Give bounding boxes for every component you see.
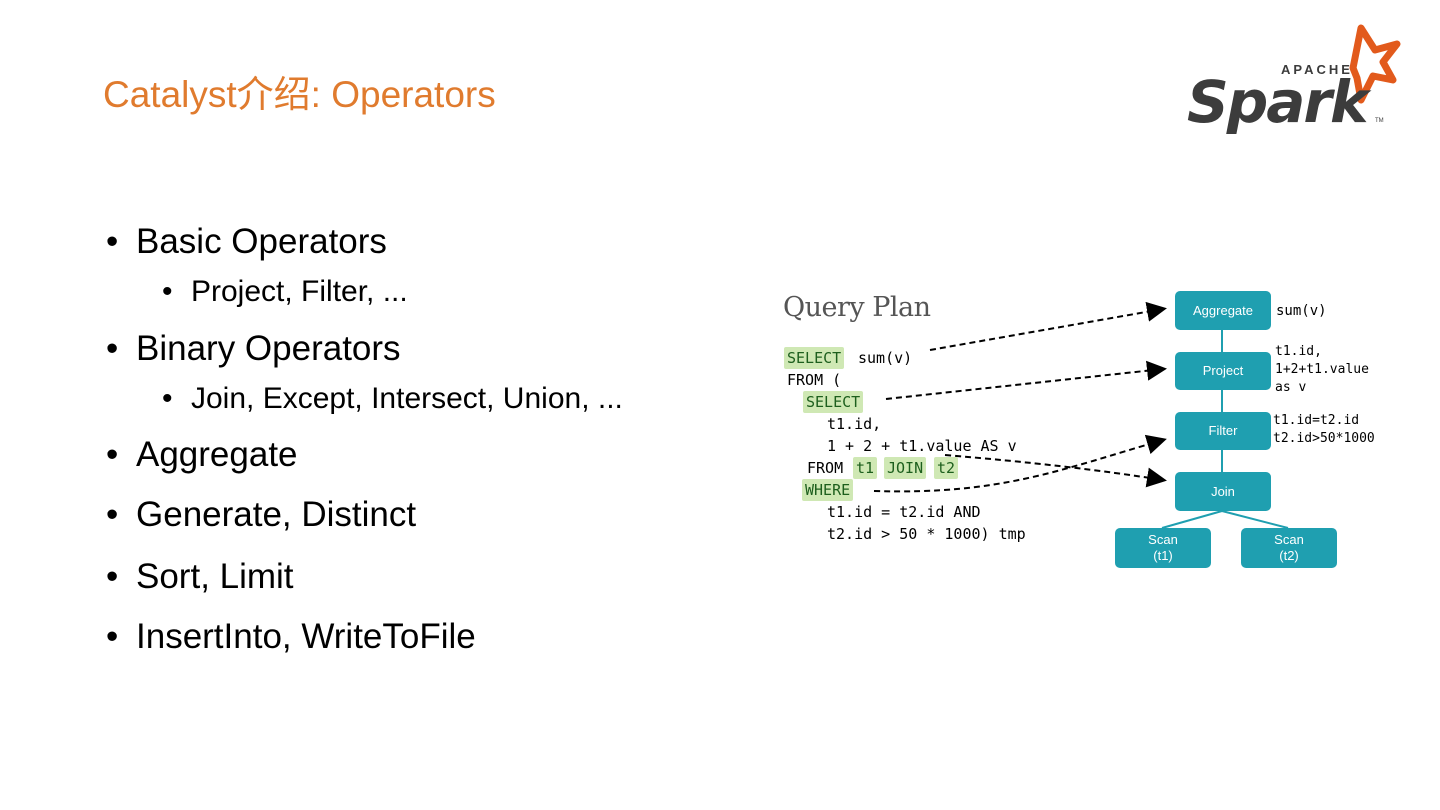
bullet-text: Join, Except, Intersect, Union, ... <box>191 382 623 415</box>
node-label: Aggregate <box>1193 302 1253 318</box>
code-condition-1: t1.id = t2.id AND <box>827 503 981 521</box>
bullet-text: Aggregate <box>136 435 298 474</box>
node-sublabel: (t2) <box>1279 548 1299 563</box>
code-sum: sum(v) <box>858 349 913 367</box>
bullet-text: Binary Operators <box>136 329 401 368</box>
bullet-dot: • <box>162 382 173 415</box>
keyword-select: SELECT <box>784 347 845 369</box>
node-label: Project <box>1202 363 1244 378</box>
code-condition-2: t2.id > 50 * 1000) tmp <box>827 525 1026 543</box>
bullet-item: • Sort, Limit <box>106 559 294 594</box>
sub-bullet-item: • Project, Filter, ... <box>162 277 408 307</box>
node-label: Scan <box>1148 532 1178 547</box>
bullet-item: • Aggregate <box>106 437 298 472</box>
bullet-dot: • <box>162 275 173 308</box>
logo-spark-text: Spark <box>1187 68 1372 136</box>
bullet-dot: • <box>106 617 119 656</box>
node-scan-t1: Scan (t1) <box>1115 528 1211 568</box>
bullet-item: • Binary Operators <box>106 331 401 366</box>
spark-star-icon <box>1349 24 1401 104</box>
keyword-t1: t1 <box>853 457 878 479</box>
keyword-join: JOIN <box>884 457 927 479</box>
node-join: Join <box>1175 472 1271 511</box>
node-sublabel: (t1) <box>1153 548 1173 563</box>
code-from-inner: FROM <box>807 459 844 477</box>
query-plan-title: Query Plan <box>783 292 931 323</box>
bullet-dot: • <box>106 222 119 261</box>
node-label: Scan <box>1274 532 1304 547</box>
bullet-dot: • <box>106 329 119 368</box>
note-aggregate: sum(v) <box>1276 303 1327 319</box>
bullet-dot: • <box>106 495 119 534</box>
logo-apache-text: APACHE <box>1281 62 1353 77</box>
apache-spark-logo: APACHE Spark TM <box>1187 24 1401 136</box>
bullet-item: • InsertInto, WriteToFile <box>106 619 476 654</box>
node-filter: Filter <box>1175 412 1271 450</box>
node-label: Filter <box>1208 423 1238 438</box>
node-aggregate: Aggregate <box>1175 291 1271 330</box>
bullet-item: • Generate, Distinct <box>106 497 416 532</box>
bullet-text: Sort, Limit <box>136 557 294 596</box>
node-project: Project <box>1175 352 1271 390</box>
code-expression: 1 + 2 + t1.value AS v <box>827 437 1017 455</box>
keyword-select-inner: SELECT <box>803 391 864 413</box>
sub-bullet-item: • Join, Except, Intersect, Union, ... <box>162 384 623 414</box>
bullet-dot: • <box>106 557 119 596</box>
logo-tm-text: TM <box>1375 118 1384 124</box>
note-project: t1.id, 1+2+t1.value as v <box>1275 344 1369 395</box>
bullet-item: • Basic Operators <box>106 224 387 259</box>
bullet-dot: • <box>106 435 119 474</box>
keyword-t2: t2 <box>934 457 959 479</box>
slide-title: Catalyst介绍: Operators <box>103 74 496 115</box>
bullet-text: InsertInto, WriteToFile <box>136 617 476 656</box>
note-filter: t1.id=t2.id t2.id>50*1000 <box>1273 413 1375 446</box>
code-t1id: t1.id, <box>827 415 882 433</box>
node-label: Join <box>1211 483 1235 499</box>
node-scan-t2: Scan (t2) <box>1241 528 1337 568</box>
bullet-text: Project, Filter, ... <box>191 275 408 308</box>
keyword-where: WHERE <box>802 479 854 501</box>
bullet-text: Generate, Distinct <box>136 495 417 534</box>
code-from: FROM ( <box>787 371 842 389</box>
bullet-text: Basic Operators <box>136 222 387 261</box>
